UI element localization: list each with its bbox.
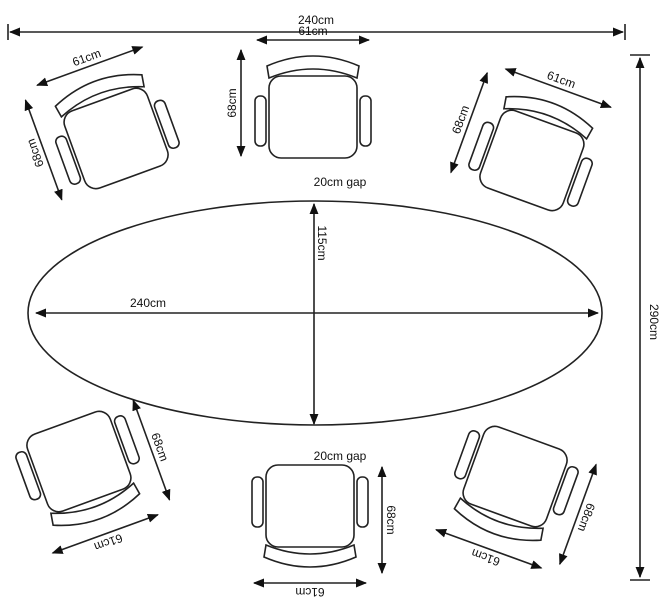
chair-armrest-right (566, 157, 593, 207)
chair-bottom-left: 61cm 68cm (15, 399, 171, 554)
chair-armrest-left (356, 476, 369, 528)
chair-top-center: 61cm 68cm (225, 24, 372, 159)
gap-bottom-label: 20cm gap (314, 449, 367, 463)
chair-seat (462, 425, 568, 528)
chair-depth-label: 68cm (449, 103, 472, 135)
chair-backrest (54, 73, 146, 119)
chair-top-left: 61cm 68cm (24, 46, 180, 201)
chair-backrest (502, 95, 594, 141)
chair-backrest (266, 55, 360, 80)
chair-depth-label: 68cm (148, 431, 171, 463)
chair-armrest-right (359, 95, 372, 147)
chair-depth-label: 68cm (384, 505, 398, 534)
chair-armrest-right (251, 476, 264, 528)
chair-bottom-right: 61cm 68cm (435, 425, 598, 569)
chair-seat (265, 464, 355, 548)
gap-top-label: 20cm gap (314, 175, 367, 189)
chair-width-label: 61cm (295, 585, 324, 599)
chair-backrest (453, 496, 545, 542)
overall-width-label: 240cm (298, 13, 334, 27)
chair-backrest (263, 543, 357, 568)
overall-depth-label: 290cm (647, 304, 661, 340)
chair-bottom-center: 61cm 68cm (251, 464, 398, 599)
chair-depth-label: 68cm (575, 501, 598, 533)
overall-width-dimension: 240cm (7, 13, 626, 40)
chair-depth-label: 68cm (24, 137, 47, 169)
chair-top-right: 61cm 68cm (449, 68, 612, 212)
chair-width-label: 61cm (545, 68, 577, 91)
chair-seat (63, 87, 169, 190)
chair-width-label: 61cm (298, 24, 327, 38)
chair-width-label: 61cm (469, 546, 501, 569)
chair-armrest-right (454, 430, 481, 480)
chair-backrest (49, 481, 141, 527)
chair-armrest-left (254, 95, 267, 147)
chair-depth-label: 68cm (225, 88, 239, 117)
oval-table: 240cm 115cm (27, 200, 603, 426)
chair-armrest-right (15, 450, 42, 501)
overall-depth-dimension: 290cm (630, 54, 661, 581)
chair-seat (268, 75, 358, 159)
table-length-label: 240cm (130, 296, 166, 310)
chairs: 61cm 68cm 61cm 68cm 61cm 68cm 61cm 68cm … (15, 24, 612, 599)
chair-armrest-right (153, 99, 180, 150)
chair-seat (26, 410, 132, 513)
table-width-label: 115cm (315, 225, 329, 260)
chair-width-label: 61cm (92, 531, 124, 554)
chair-seat (479, 109, 585, 212)
chair-width-label: 61cm (70, 46, 102, 69)
